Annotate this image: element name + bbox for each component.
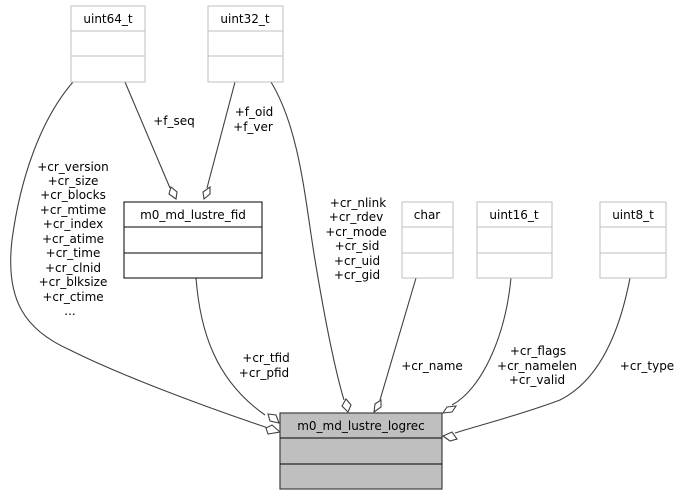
node-title: uint16_t [489,208,539,222]
node-uint32-t[interactable]: uint32_t [207,5,284,83]
aggregation-diamond-icon [441,405,458,414]
node-m0-md-lustre-logrec[interactable]: m0_md_lustre_logrec [279,412,443,490]
aggregation-diamond-icon [341,398,352,413]
edge-label: +cr_index [43,217,103,231]
node-char[interactable]: char [401,201,454,279]
edge-uint8-to-logrec [454,277,631,434]
edge-label: +f_ver [233,120,273,134]
edge-label: +cr_gid [334,268,380,282]
edge-label: +f_seq [153,114,195,128]
node-title: char [414,208,441,222]
edge-label: +cr_time [46,246,101,260]
node-uint8-t[interactable]: uint8_t [599,201,667,279]
edge-label: +cr_type [620,359,674,373]
edge-fid-to-logrec [195,277,266,416]
edge-label: +cr_version [37,160,109,174]
edge-label: +cr_flags [510,344,566,358]
edge-label: +cr_mtime [40,203,106,217]
edge-label: +cr_uid [334,254,380,268]
node-title: m0_md_lustre_fid [140,208,246,222]
edge-label: +cr_blocks [40,188,106,202]
edge-uint16-to-logrec [451,277,512,406]
edge-label: +cr_ctime [42,290,103,304]
edge-label: +cr_atime [42,232,104,246]
edge-uint64-to-fid [124,81,171,189]
node-m0-md-lustre-fid[interactable]: m0_md_lustre_fid [123,201,263,279]
node-title: uint32_t [220,12,270,26]
aggregation-diamond-icon [202,185,211,201]
edge-label: +cr_name [401,359,463,373]
edge-label: +cr_sid [335,239,380,253]
edge-label: +cr_tfid [242,351,289,365]
edge-label: +cr_pfid [239,366,289,380]
edge-label: +cr_clnid [45,261,101,275]
node-uint16-t[interactable]: uint16_t [476,201,553,279]
edge-uint32-to-fid [206,81,236,189]
edge-label: +f_oid [235,105,274,119]
edge-label: +cr_valid [509,373,565,387]
edge-label: +cr_size [48,174,99,188]
edge-char-to-logrec [379,277,417,401]
aggregation-diamond-icon [168,186,178,200]
edge-label: +cr_mode [325,225,387,239]
node-uint64-t[interactable]: uint64_t [70,5,146,83]
aggregation-diamond-icon [265,424,282,435]
aggregation-diamond-icon [441,431,458,442]
aggregation-diamond-icon [373,398,382,414]
node-title: m0_md_lustre_logrec [297,419,425,433]
aggregation-diamond-icon [267,413,280,424]
edge-labels-uint32-to-logrec: +cr_nlink +cr_rdev +cr_mode +cr_sid +cr_… [325,196,387,282]
edge-labels-uint64-to-logrec: +cr_version +cr_size +cr_blocks +cr_mtim… [37,160,109,318]
edge-uint32-to-logrec [270,81,345,401]
edge-label: +cr_rdev [329,210,383,224]
edge-label: +cr_blksize [39,275,108,289]
edge-label: +cr_nlink [330,196,386,210]
edge-label: +cr_namelen [497,359,577,373]
edge-uint64-to-logrec [10,81,269,429]
edge-label: ... [64,304,75,318]
node-title: uint64_t [83,12,133,26]
node-title: uint8_t [612,208,654,222]
